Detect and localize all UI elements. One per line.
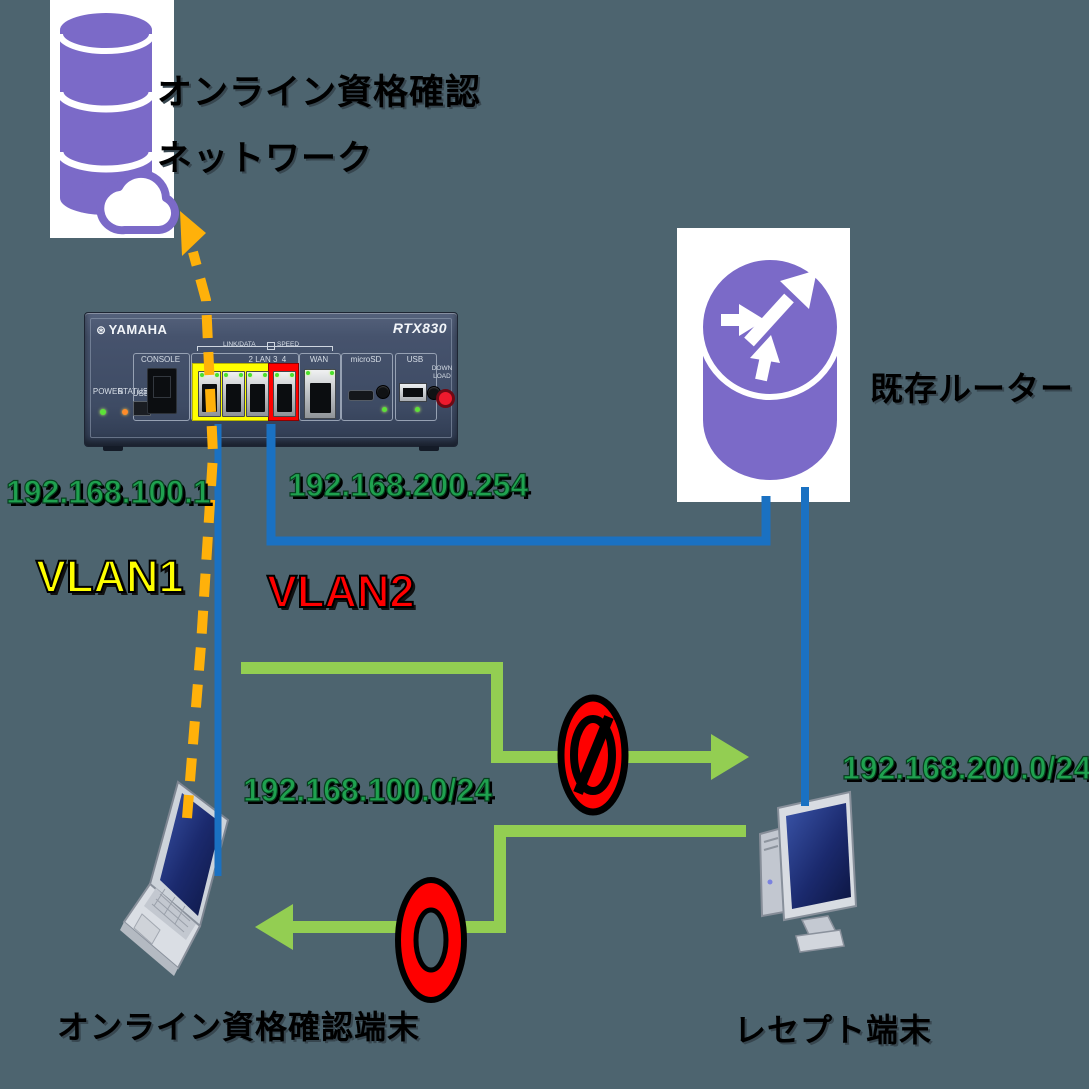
router-foot-right	[419, 446, 439, 451]
usb-led	[415, 407, 420, 412]
desktop-icon	[750, 786, 865, 963]
model-badge: RTX830	[392, 320, 447, 336]
console-section	[133, 353, 190, 421]
console-label: CONSOLE	[140, 355, 181, 364]
download-button	[436, 389, 455, 408]
orange-arrowhead-icon	[180, 211, 206, 256]
existing-router-card	[677, 228, 850, 502]
port4-label: 4	[281, 355, 287, 364]
microsd-slot	[348, 390, 374, 401]
database-cloud-icon	[56, 13, 179, 235]
speed-icon	[267, 342, 275, 350]
vlan2-subnet: 192.168.200.0/24	[841, 749, 1089, 786]
power-label: POWER	[92, 387, 124, 396]
lan-port-3	[246, 371, 269, 417]
wan-label: WAN	[309, 355, 329, 364]
lan-port-4	[273, 371, 296, 417]
online-network-title: オンライン資格確認 ネットワーク	[157, 60, 481, 192]
yamaha-logo: ⊛YAMAHA	[96, 322, 168, 337]
wan-section	[299, 353, 341, 421]
red-ring-sign-icon	[395, 877, 467, 1003]
microsd-button	[376, 385, 390, 399]
rtx830-router: ⊛YAMAHA RTX830 POWER STATUS USB CONSOLE …	[84, 312, 458, 451]
wan-port	[304, 369, 336, 419]
online-network-card	[50, 0, 179, 238]
vlan1-label: VLAN1	[35, 550, 185, 603]
green-arrowhead-left-icon	[255, 904, 293, 950]
lan-section	[191, 353, 299, 421]
vlan2-label: VLAN2	[266, 565, 416, 618]
green-arrowhead-right-icon	[711, 734, 749, 780]
online-network-title-line2: ネットワーク	[157, 139, 374, 178]
online-network-title-line1: オンライン資格確認	[157, 73, 482, 112]
laptop-icon	[120, 778, 255, 983]
blocked-flow-arrow-left	[255, 825, 746, 950]
blocked-flow-arrow-right	[241, 662, 749, 780]
online-network-dashed-arrow	[180, 211, 219, 819]
desktop-terminal-label: レセプト端末	[734, 1012, 933, 1048]
existing-router-label: 既存ルーター	[870, 370, 1074, 407]
vlan2-router-ip: 192.168.200.254	[287, 466, 529, 503]
router-icon	[697, 254, 843, 480]
microsd-label: microSD	[350, 355, 382, 364]
microsd-led	[382, 407, 387, 412]
vlan2-cable-line	[266, 424, 771, 546]
power-led	[100, 409, 106, 415]
link-speed-bracket	[197, 346, 333, 351]
microsd-section	[341, 353, 393, 421]
router-foot-left	[103, 446, 123, 451]
lan-port-2	[222, 371, 245, 417]
vlan1-subnet: 192.168.100.0/24	[242, 771, 493, 808]
console-port	[147, 368, 177, 414]
usb-a-port	[399, 383, 427, 402]
router-arrows-icon	[721, 270, 817, 382]
lan-ports-label: 2 LAN 3	[248, 355, 278, 364]
laptop-terminal-label: オンライン資格確認端末	[57, 1009, 421, 1045]
cloud-icon	[96, 169, 179, 235]
yamaha-logo-icon: ⊛	[96, 323, 107, 337]
vlan1-router-ip: 192.168.100.1	[5, 473, 211, 510]
status-led	[122, 409, 128, 415]
speed-label: SPEED	[277, 341, 300, 348]
usb-left-label: USB	[132, 389, 150, 398]
link-data-label: LINK/DATA	[223, 341, 256, 348]
usb-right-label: USB	[406, 355, 424, 364]
prohibition-sign-icon	[557, 694, 629, 816]
